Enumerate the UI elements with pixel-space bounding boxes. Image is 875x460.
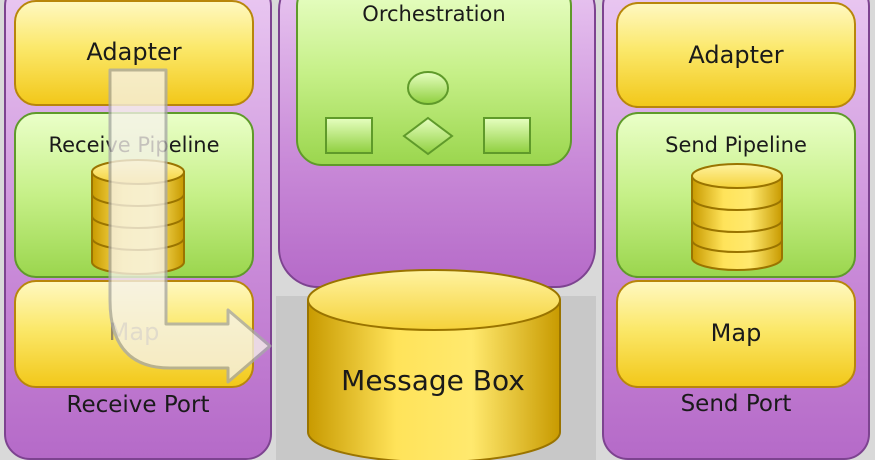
message-box-label-overlay: Message Box bbox=[341, 364, 525, 397]
send-adapter-box bbox=[616, 2, 856, 108]
orchestration-square-left-icon bbox=[325, 117, 373, 154]
send-map-label: Map bbox=[710, 319, 762, 347]
send-pipeline-label: Send Pipeline bbox=[665, 133, 807, 157]
message-box-database-icon bbox=[307, 269, 561, 460]
orchestration-square-right-icon bbox=[483, 117, 531, 154]
orchestration-circle-icon bbox=[407, 71, 449, 105]
send-pipeline-database-icon bbox=[691, 163, 783, 271]
orchestration-label: Orchestration bbox=[362, 2, 506, 26]
send-port-label: Send Port bbox=[680, 391, 792, 417]
receive-port-label: Receive Port bbox=[66, 392, 210, 418]
send-map-box bbox=[616, 280, 856, 388]
receive-adapter-label: Adapter bbox=[86, 38, 182, 66]
orchestration-diamond-icon bbox=[402, 116, 454, 156]
send-adapter-label: Adapter bbox=[688, 41, 784, 69]
flow-arrow-icon bbox=[108, 68, 272, 384]
